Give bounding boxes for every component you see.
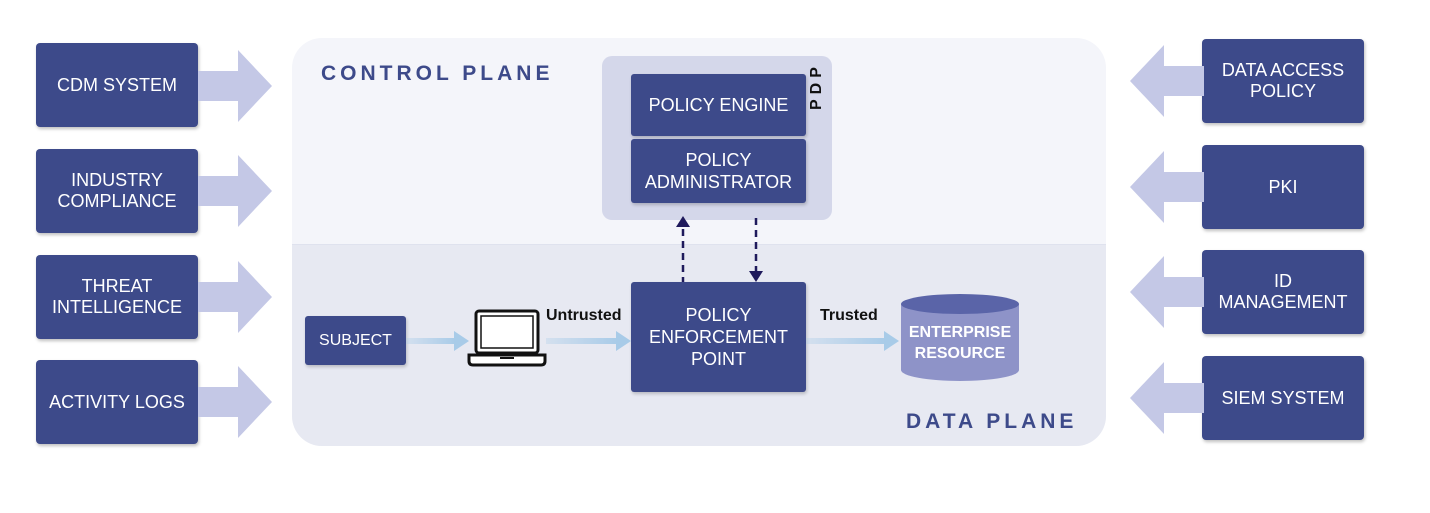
cdm-system-box: CDM SYSTEM	[36, 43, 198, 127]
right-arrow-icon	[198, 155, 272, 227]
policy-administrator-box: POLICY ADMINISTRATOR	[631, 139, 806, 203]
left-arrow-icon	[1130, 151, 1204, 223]
pdp-label: PDP	[808, 62, 825, 110]
left-arrow-icon	[1130, 45, 1204, 117]
arrow-down-head-icon	[749, 271, 763, 282]
left-arrow-icon	[1130, 362, 1204, 434]
untrusted-flow-arrow	[546, 331, 631, 351]
database-icon	[901, 294, 1019, 381]
arrow-up-head-icon	[676, 216, 690, 227]
untrusted-label: Untrusted	[546, 307, 622, 324]
trusted-label: Trusted	[820, 307, 878, 324]
siem-system-box: SIEM SYSTEM	[1202, 356, 1364, 440]
enterprise-resource-label: ENTERPRISE RESOURCE	[908, 324, 1012, 362]
threat-intelligence-box: THREAT INTELLIGENCE	[36, 255, 198, 339]
data-plane-label: DATA PLANE	[906, 410, 1078, 433]
pki-box: PKI	[1202, 145, 1364, 229]
policy-engine-box: POLICY ENGINE	[631, 74, 806, 136]
subject-box: SUBJECT	[305, 316, 406, 365]
laptop-icon	[467, 309, 547, 367]
control-plane-label: CONTROL PLANE	[321, 62, 554, 85]
industry-compliance-box: INDUSTRY COMPLIANCE	[36, 149, 198, 233]
left-arrow-icon	[1130, 256, 1204, 328]
right-arrow-icon	[198, 366, 272, 438]
policy-enforcement-point-box: POLICY ENFORCEMENT POINT	[631, 282, 806, 392]
right-arrow-icon	[198, 261, 272, 333]
trusted-flow-arrow	[806, 331, 899, 351]
dashed-arrows	[676, 216, 763, 284]
id-management-box: ID MANAGEMENT	[1202, 250, 1364, 334]
data-access-policy-box: DATA ACCESS POLICY	[1202, 39, 1364, 123]
right-arrow-icon	[198, 50, 272, 122]
activity-logs-box: ACTIVITY LOGS	[36, 360, 198, 444]
subject-to-laptop-arrow	[406, 331, 469, 351]
